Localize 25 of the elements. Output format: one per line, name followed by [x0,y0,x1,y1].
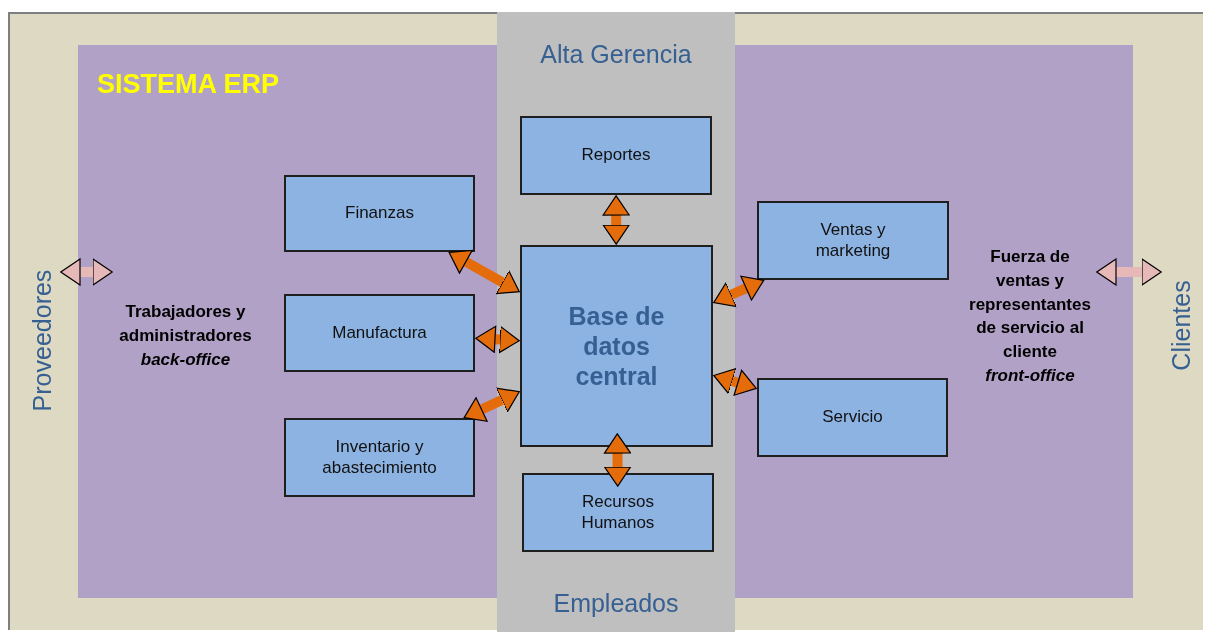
module-box: Recursos Humanos [522,473,714,552]
database-box: Base de datos central [520,245,713,447]
module-box: Reportes [520,116,712,195]
double-arrow [603,433,632,487]
side-label: Proveedores [25,250,60,430]
double-arrow [713,368,757,396]
management-column [497,12,735,632]
double-arrow [60,258,113,286]
region-title: SISTEMA ERP [97,69,280,100]
column-label: Empleados [553,589,679,618]
user-group-label: Fuerza de ventas y representantes de servicio al cliente front-office [968,246,1092,387]
double-arrow [713,275,765,308]
module-box: Servicio [757,378,948,457]
module-box: Inventario y abastecimiento [284,418,475,497]
module-box: Manufactura [284,294,475,372]
module-box: Ventas y marketing [757,201,949,280]
column-label: Alta Gerencia [540,40,692,69]
double-arrow [475,325,520,354]
double-arrow [448,249,520,295]
double-arrow [463,387,520,422]
side-label: Clientes [1162,250,1200,400]
double-arrow [602,195,630,245]
module-box: Finanzas [284,175,475,252]
user-group-label: Trabajadores y administradores back-office [118,301,253,371]
double-arrow [1096,258,1162,286]
